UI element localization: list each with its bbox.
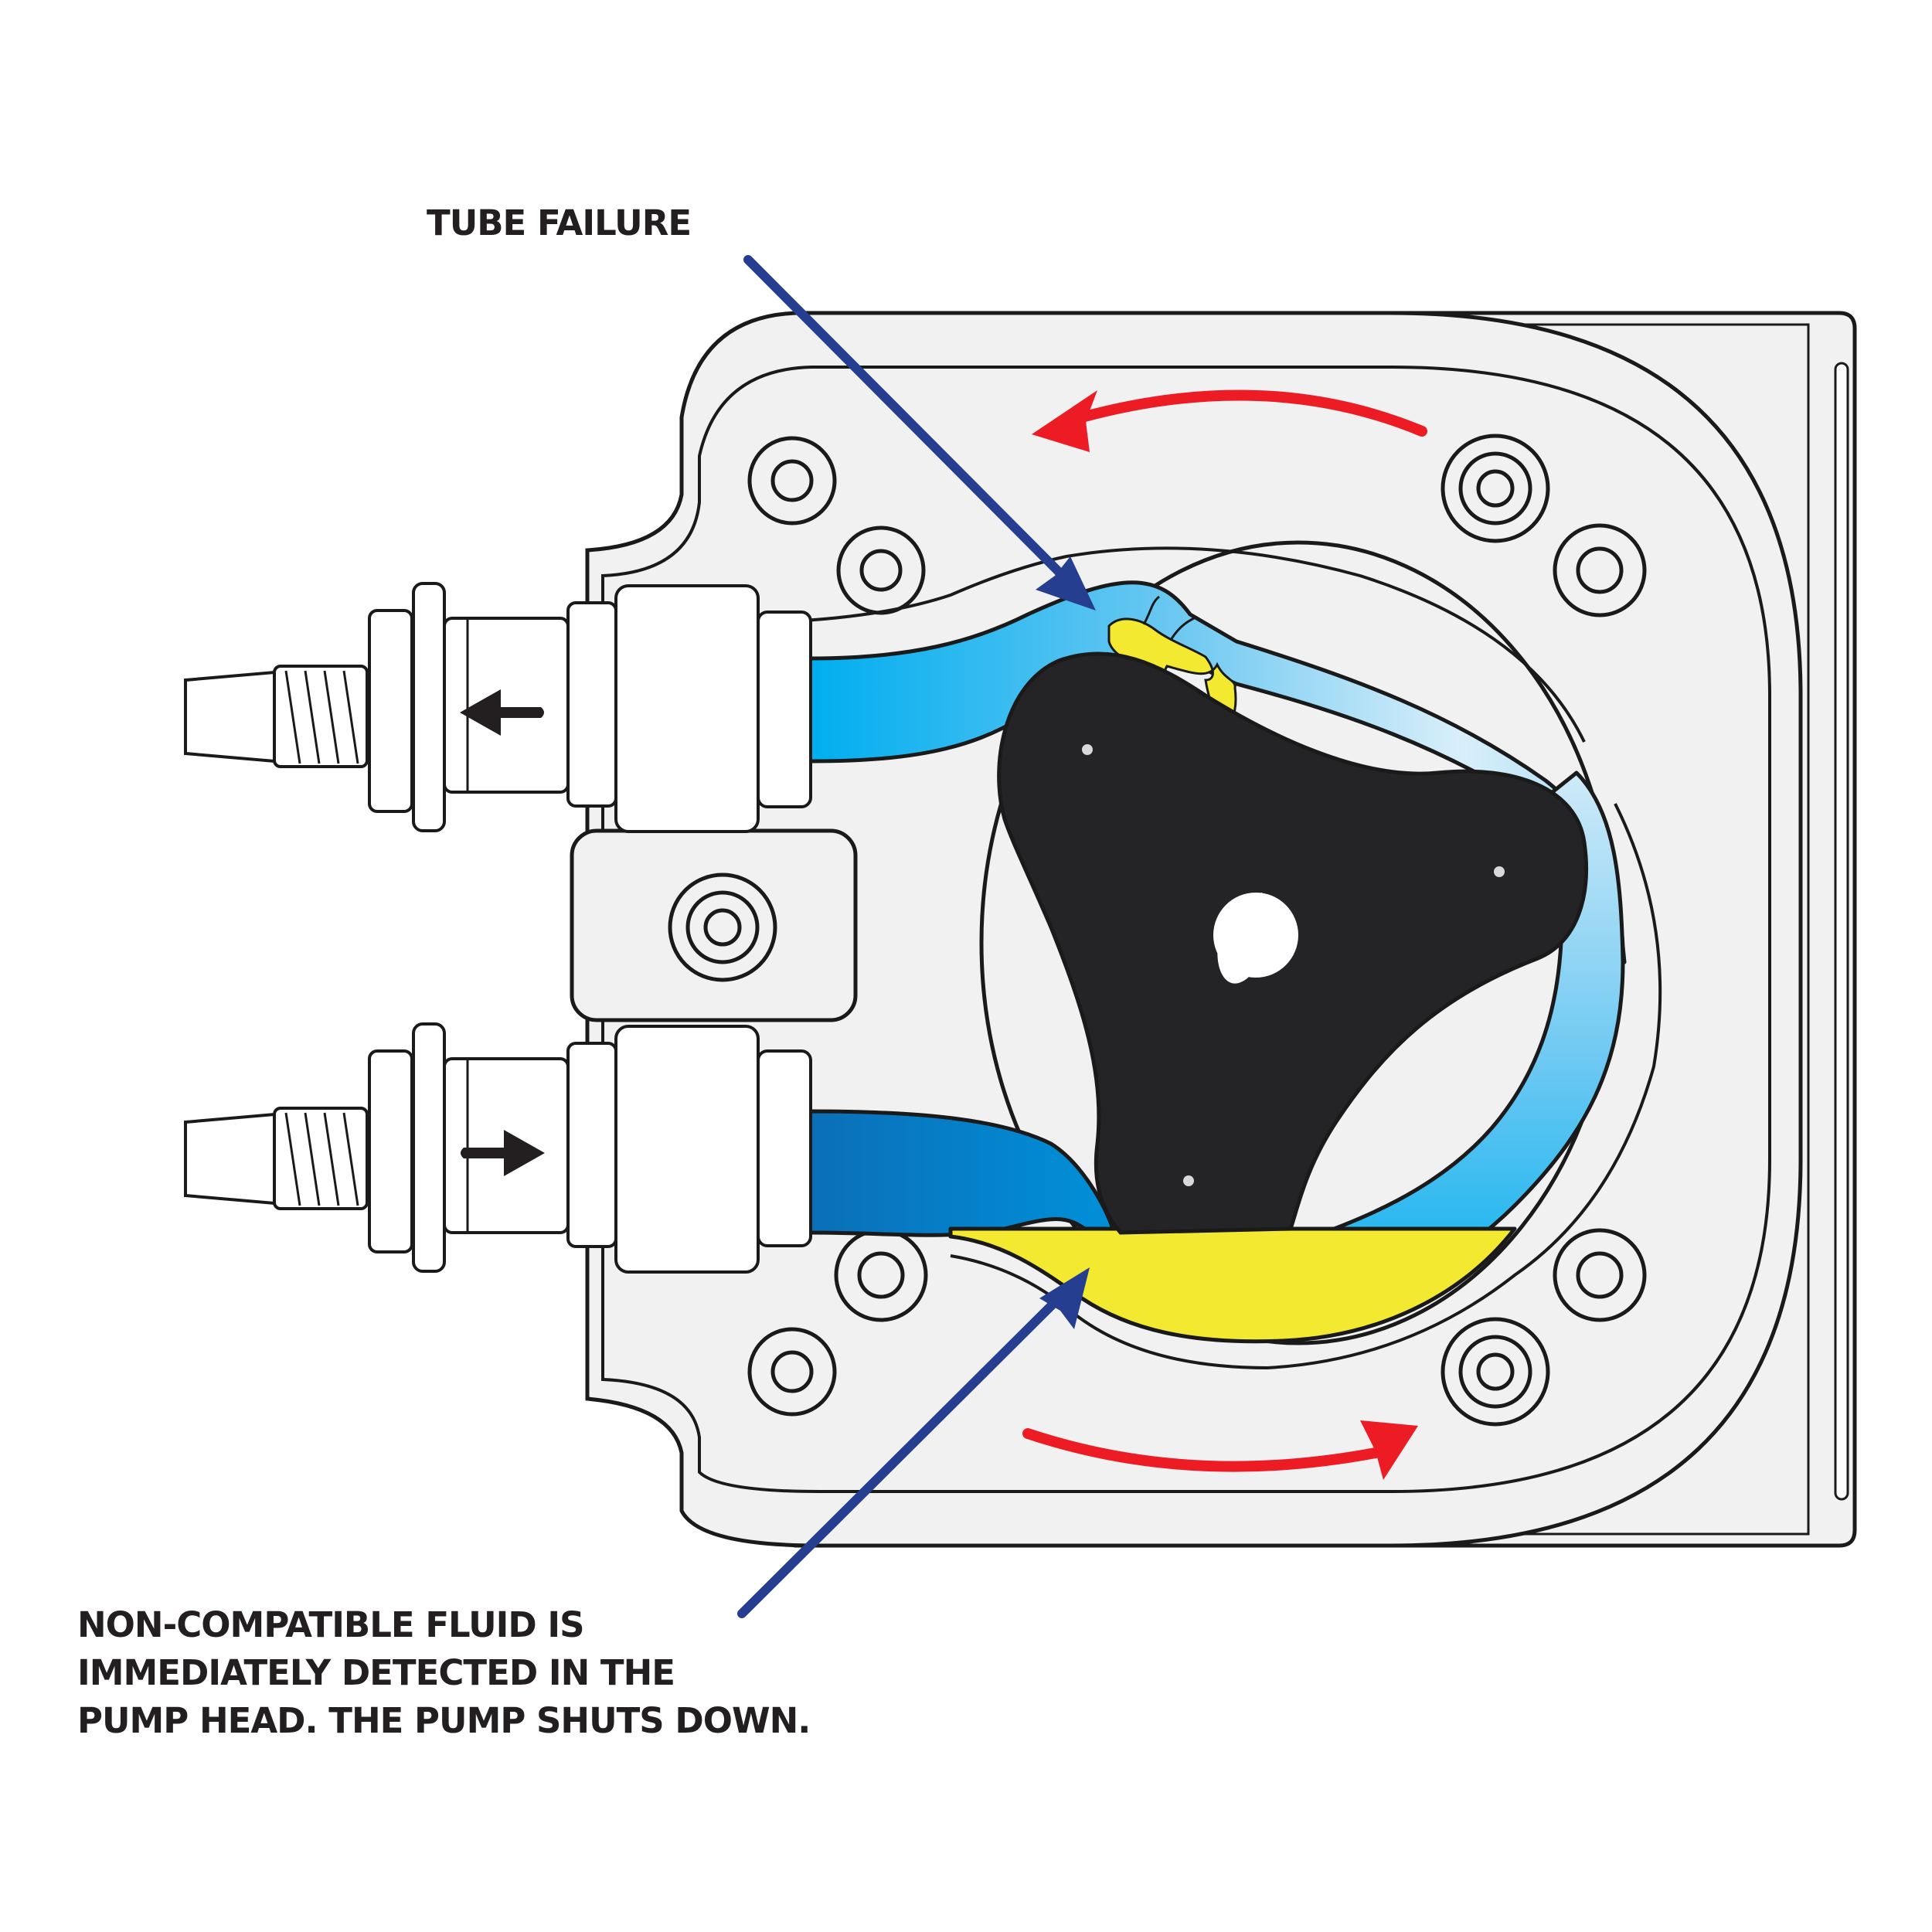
rotation-arrows (1022, 389, 1427, 1480)
fluid-detected-label: NON-COMPATIBLE FLUID IS IMMEDIATELY DETE… (77, 1601, 811, 1745)
bolt-head (1553, 1228, 1647, 1322)
bolt-head (747, 436, 837, 526)
tube-failure-label: TUBE FAILURE (427, 202, 692, 243)
bolt-head (834, 1228, 928, 1322)
callout-arrow-icon (737, 1290, 1067, 1618)
bolt-head (668, 872, 777, 982)
fitting-upper (184, 582, 812, 833)
bolt-head (1440, 1317, 1550, 1427)
fitting-lower (184, 1022, 812, 1274)
housing-bolts (668, 434, 1647, 1427)
tube-lower-leak-section (948, 1226, 1517, 1344)
bolt-head (836, 526, 926, 615)
fluid-detected-line: IMMEDIATELY DETECTED IN THE (77, 1652, 675, 1693)
rotation-arrow-icon (1077, 389, 1427, 437)
rotation-arrow-icon (1022, 1428, 1381, 1472)
pump-tubing (772, 546, 1662, 1369)
bolt-head (747, 1327, 837, 1417)
bolt-head (1440, 434, 1550, 543)
callout-arrows (737, 255, 1096, 1618)
outlet-arrow-icon (460, 689, 544, 736)
pump-rotor (997, 651, 1588, 1235)
fluid-detected-line: NON-COMPATIBLE FLUID IS (77, 1604, 585, 1645)
inlet-arrow-icon (461, 1130, 545, 1176)
callout-arrow-icon (743, 255, 1079, 592)
fluid-detected-line: PUMP HEAD. THE PUMP SHUTS DOWN. (77, 1700, 811, 1741)
bolt-head (1553, 523, 1647, 617)
